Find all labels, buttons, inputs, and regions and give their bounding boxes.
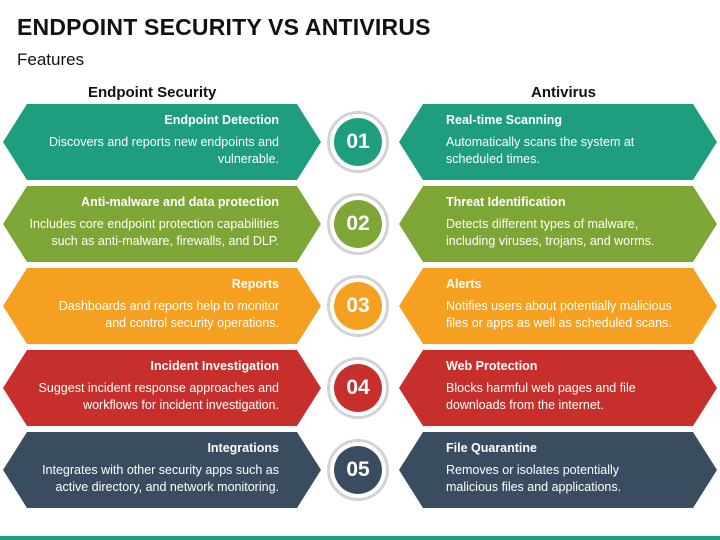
feature-number-badge-2: 02 [327, 193, 389, 255]
antivirus-feature-title: File Quarantine [446, 441, 537, 455]
right-column-heading: Antivirus [531, 84, 597, 101]
feature-row-5: Integrations Integrates with other secur… [0, 432, 720, 508]
antivirus-feature-description: Notifies users about potentially malicio… [446, 299, 672, 330]
feature-number: 01 [334, 118, 382, 166]
endpoint-feature-panel-1: Endpoint Detection Discovers and reports… [3, 104, 321, 180]
endpoint-feature-panel-3: Reports Dashboards and reports help to m… [3, 268, 321, 344]
antivirus-feature-panel-4: Web Protection Blocks harmful web pages … [399, 350, 717, 426]
feature-row-3: Reports Dashboards and reports help to m… [0, 268, 720, 344]
feature-number: 04 [334, 364, 382, 412]
endpoint-feature-title: Integrations [207, 441, 279, 455]
endpoint-feature-title: Reports [231, 277, 279, 291]
antivirus-feature-panel-1: Real-time Scanning Automatically scans t… [399, 104, 717, 180]
antivirus-feature-panel-2: Threat Identification Detects different … [399, 186, 717, 262]
feature-number-badge-4: 04 [327, 357, 389, 419]
antivirus-feature-title: Alerts [446, 277, 482, 291]
antivirus-feature-title: Threat Identification [446, 195, 566, 209]
feature-number: 03 [334, 282, 382, 330]
antivirus-feature-description: Detects different types of malware,inclu… [446, 217, 655, 248]
feature-row-1: Endpoint Detection Discovers and reports… [0, 104, 720, 180]
endpoint-feature-title: Incident Investigation [150, 359, 280, 373]
endpoint-feature-title: Anti-malware and data protection [81, 195, 279, 209]
endpoint-feature-panel-2: Anti-malware and data protection Include… [3, 186, 321, 262]
antivirus-feature-title: Web Protection [446, 359, 538, 373]
feature-row-2: Anti-malware and data protection Include… [0, 186, 720, 262]
page-subtitle: Features [17, 50, 85, 69]
endpoint-feature-description: Includes core endpoint protection capabi… [29, 217, 279, 248]
endpoint-feature-title: Endpoint Detection [164, 113, 279, 127]
feature-number: 05 [334, 446, 382, 494]
feature-number-badge-1: 01 [327, 111, 389, 173]
feature-number-badge-5: 05 [327, 439, 389, 501]
page-title: ENDPOINT SECURITY VS ANTIVIRUS [17, 14, 431, 40]
endpoint-feature-panel-5: Integrations Integrates with other secur… [3, 432, 321, 508]
antivirus-feature-title: Real-time Scanning [446, 113, 562, 127]
antivirus-feature-panel-5: File Quarantine Removes or isolates pote… [399, 432, 717, 508]
antivirus-feature-panel-3: Alerts Notifies users about potentially … [399, 268, 717, 344]
endpoint-feature-description: Suggest incident response approaches and… [38, 381, 279, 412]
endpoint-feature-description: Integrates with other security apps such… [42, 463, 279, 494]
left-column-heading: Endpoint Security [88, 84, 217, 101]
feature-number: 02 [334, 200, 382, 248]
bottom-accent-bar [0, 536, 720, 540]
feature-number-badge-3: 03 [327, 275, 389, 337]
feature-row-4: Incident Investigation Suggest incident … [0, 350, 720, 426]
endpoint-feature-panel-4: Incident Investigation Suggest incident … [3, 350, 321, 426]
